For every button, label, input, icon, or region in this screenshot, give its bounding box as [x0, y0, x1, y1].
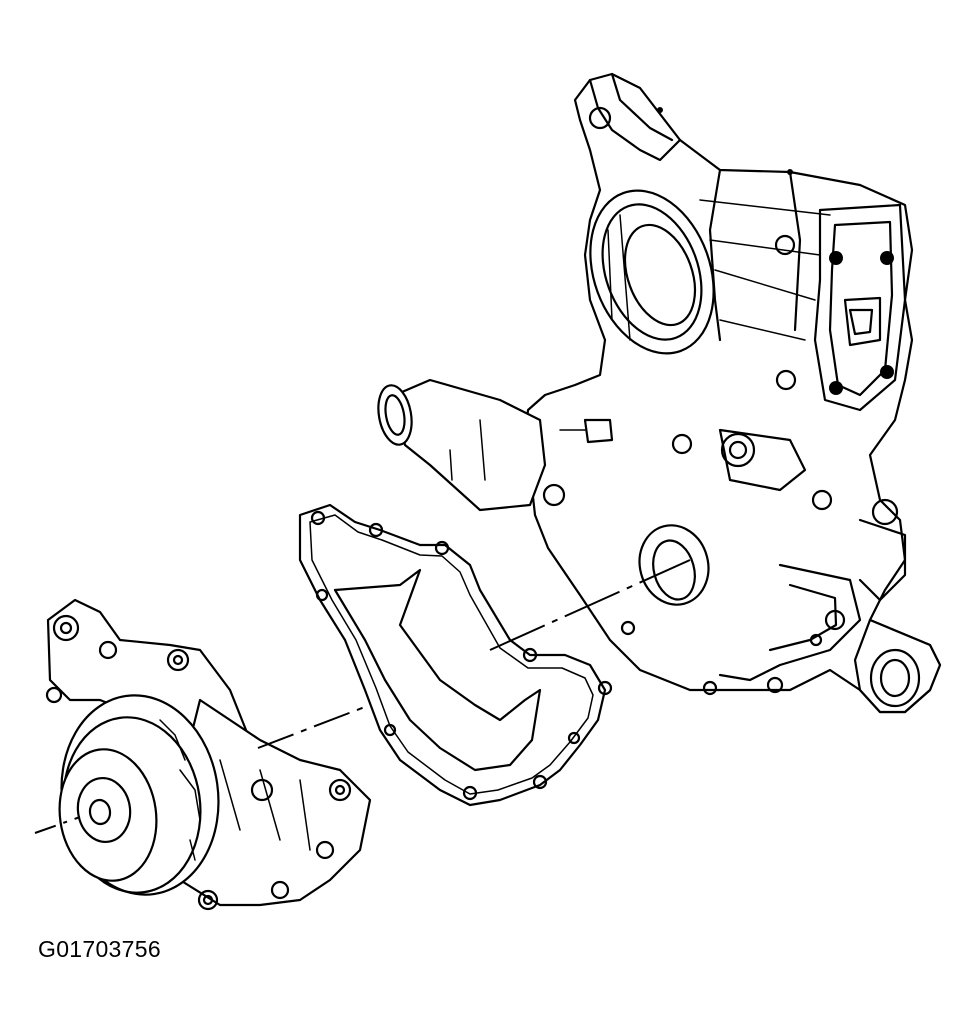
coolant-outlet-pipe: [377, 378, 614, 512]
front-cover-housing: [523, 72, 942, 714]
alignment-centerline: [34, 559, 691, 834]
water-pump-gasket: [298, 503, 613, 807]
figure-id-label: G01703756: [38, 936, 161, 962]
water-pump: [45, 598, 372, 911]
